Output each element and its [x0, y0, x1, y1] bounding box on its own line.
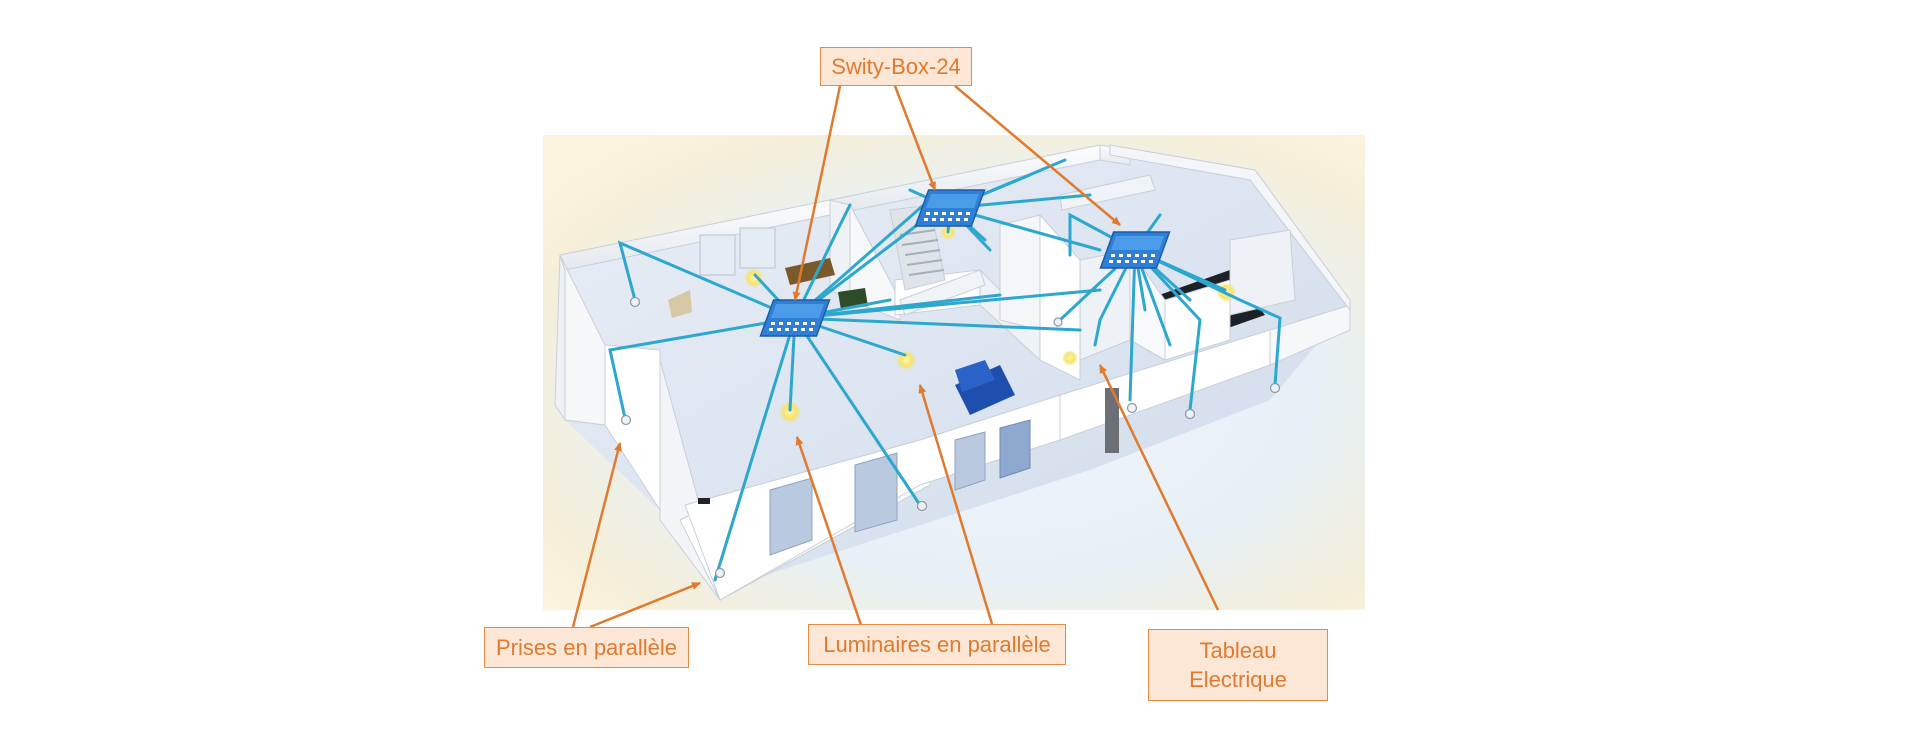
light-bulb-icon: [1062, 350, 1078, 366]
arrow-to-outlet-left: [571, 442, 622, 628]
lounge-chair: [668, 290, 692, 318]
electrical-panel-label: Tableau Electrique: [1148, 629, 1328, 701]
windows: [699, 227, 1119, 556]
door: [1105, 388, 1119, 453]
power-outlet-icon: [916, 500, 928, 512]
arrow-to-outlet-front: [589, 581, 701, 629]
annotation-arrows: [571, 85, 1220, 629]
bench: [785, 258, 835, 285]
light-bulb-icon: [744, 268, 764, 288]
arrow-to-light-1: [795, 436, 864, 629]
swity-box-label: Swity-Box-24: [820, 47, 972, 86]
sofa: [955, 365, 1015, 415]
arrow-to-hub-3: [954, 85, 1121, 226]
outlets-label: Prises en parallèle: [484, 627, 689, 668]
lights-label: Luminaires en parallèle: [808, 624, 1066, 665]
power-outlet-icon: [714, 567, 726, 579]
arrow-to-hub-2: [893, 85, 937, 191]
arrow-to-hub-1: [792, 85, 842, 301]
power-outlet-icon: [620, 414, 632, 426]
power-outlet-icon: [1269, 382, 1281, 394]
light-bulb-icon: [779, 401, 801, 423]
outlets: [620, 296, 1281, 579]
power-outlet-icon: [1126, 402, 1138, 414]
power-outlet-icon: [1053, 317, 1063, 327]
arrow-to-panel: [1098, 364, 1220, 611]
power-outlet-icon: [1184, 408, 1196, 420]
arrow-to-light-2: [918, 384, 994, 625]
switch-icon: [698, 498, 710, 504]
electrical-panel-label-line2: Electrique: [1189, 667, 1287, 692]
power-outlet-icon: [629, 296, 641, 308]
electrical-panel-label-line1: Tableau: [1199, 638, 1277, 663]
